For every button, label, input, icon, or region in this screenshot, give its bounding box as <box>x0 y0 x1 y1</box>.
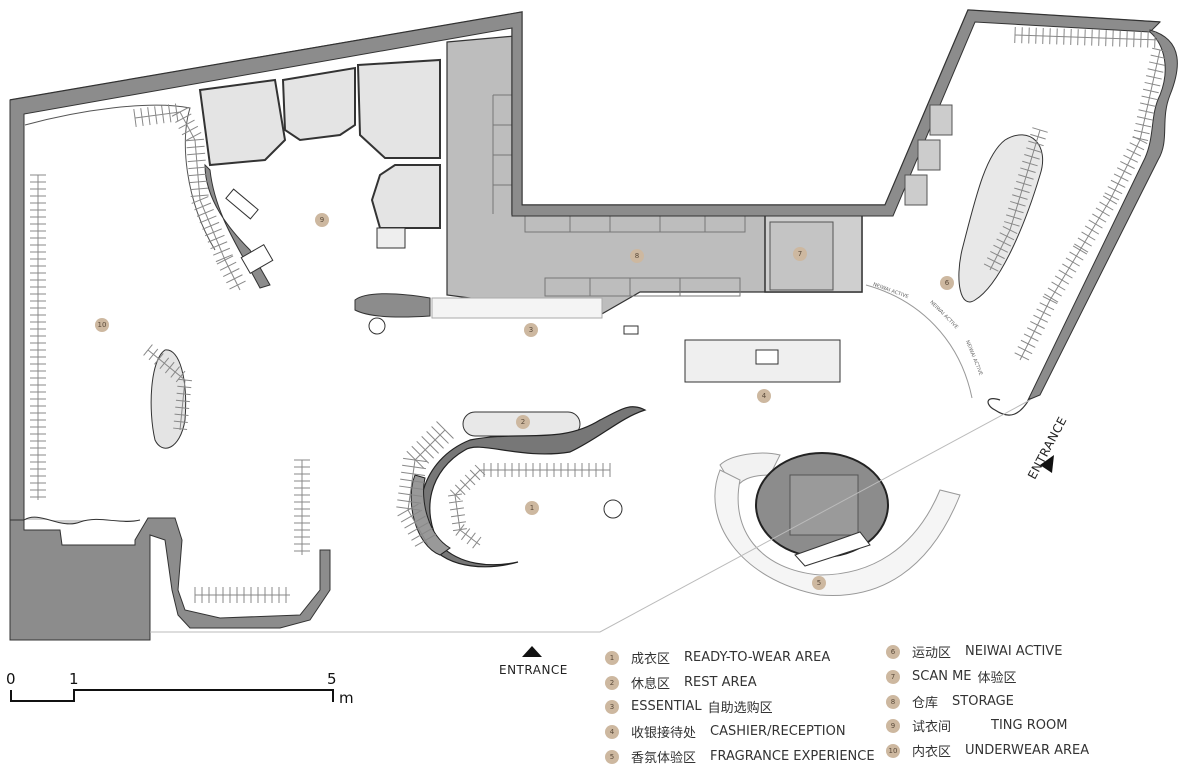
clothing-rack <box>134 111 241 291</box>
zone-marker-6: 6 <box>940 276 954 290</box>
legend-marker: 8 <box>886 694 900 709</box>
legend-en: UNDERWEAR AREA <box>965 743 1090 758</box>
legend-cn: 休息区 <box>631 677 671 692</box>
legend-en: STORAGE <box>952 694 1014 709</box>
legend-item-3: 3 ESSENTIAL 自助选购区 <box>605 697 773 716</box>
fitting-rooms <box>198 58 441 229</box>
zone-marker-10: 10 <box>95 318 109 332</box>
scale-tick-5: 5 <box>327 670 337 688</box>
legend-cn: 运动区 <box>912 646 952 661</box>
clothing-rack <box>1019 49 1161 361</box>
legend-en: 自助选购区 <box>707 701 773 716</box>
zone-marker-4: 4 <box>757 389 771 403</box>
legend-marker: 3 <box>605 699 619 714</box>
legend-en: CASHIER/RECEPTION <box>710 724 846 739</box>
legend-marker: 6 <box>886 644 900 659</box>
zone-marker-9: 9 <box>315 213 329 227</box>
zone-marker-8: 8 <box>630 249 644 263</box>
scale-tick-0: 0 <box>6 670 16 688</box>
legend-marker: 10 <box>886 743 900 758</box>
legend-en: 体验区 <box>977 671 1017 686</box>
legend-en: REST AREA <box>684 675 757 690</box>
legend-cn: 香氛体验区 <box>631 751 697 766</box>
wall-left-top <box>9 9 1162 521</box>
wall-right-curve <box>1026 29 1178 401</box>
legend-marker: 9 <box>886 718 900 733</box>
legend-item-7: 7 SCAN ME 体验区 <box>886 667 1017 686</box>
scale-tick-1: 1 <box>69 670 79 688</box>
legend-en: TING ROOM <box>991 718 1068 733</box>
wall-bottom-left <box>9 517 331 641</box>
entrance-label-bottom: ENTRANCE <box>499 663 568 677</box>
zone-marker-3: 3 <box>524 323 538 337</box>
legend-item-6: 6 运动区 NEIWAI ACTIVE <box>886 642 1062 661</box>
zone-marker-2: 2 <box>516 415 530 429</box>
legend-item-10: 10 内衣区 UNDERWEAR AREA <box>886 741 1089 760</box>
legend-en: FRAGRANCE EXPERIENCE <box>710 749 875 764</box>
legend-en: READY-TO-WEAR AREA <box>684 650 831 665</box>
scale-unit: m <box>339 689 354 707</box>
legend-item-8: 8 仓库 STORAGE <box>886 692 1014 711</box>
legend-marker: 1 <box>605 650 619 665</box>
legend-item-9: 9 试衣间 TING ROOM <box>886 716 1067 735</box>
legend-marker: 5 <box>605 749 619 764</box>
zone-marker-5: 5 <box>812 576 826 590</box>
legend-cn: 试衣间 <box>912 720 952 735</box>
legend-marker: 2 <box>605 675 619 690</box>
clothing-rack <box>1014 34 1161 41</box>
legend-cn: 仓库 <box>912 696 939 711</box>
legend-cn: 成衣区 <box>631 652 671 667</box>
legend-cn: 内衣区 <box>912 745 952 760</box>
zone-marker-7: 7 <box>793 247 807 261</box>
legend-cn: ESSENTIAL <box>631 699 702 714</box>
entrance-arrow-bottom <box>522 646 542 657</box>
legend-marker: 7 <box>886 669 900 684</box>
legend-marker: 4 <box>605 724 619 739</box>
legend-cn: SCAN ME <box>912 669 972 684</box>
legend-item-4: 4 收银接待处 CASHIER/RECEPTION <box>605 722 846 741</box>
scale-bar <box>10 689 334 702</box>
zone-marker-1: 1 <box>525 501 539 515</box>
legend-en: NEIWAI ACTIVE <box>965 644 1063 659</box>
legend-item-1: 1 成衣区 READY-TO-WEAR AREA <box>605 648 830 667</box>
legend-item-5: 5 香氛体验区 FRAGRANCE EXPERIENCE <box>605 747 875 766</box>
entrance-arrow-right <box>1040 455 1054 473</box>
legend-cn: 收银接待处 <box>631 726 697 741</box>
legend-item-2: 2 休息区 REST AREA <box>605 673 757 692</box>
